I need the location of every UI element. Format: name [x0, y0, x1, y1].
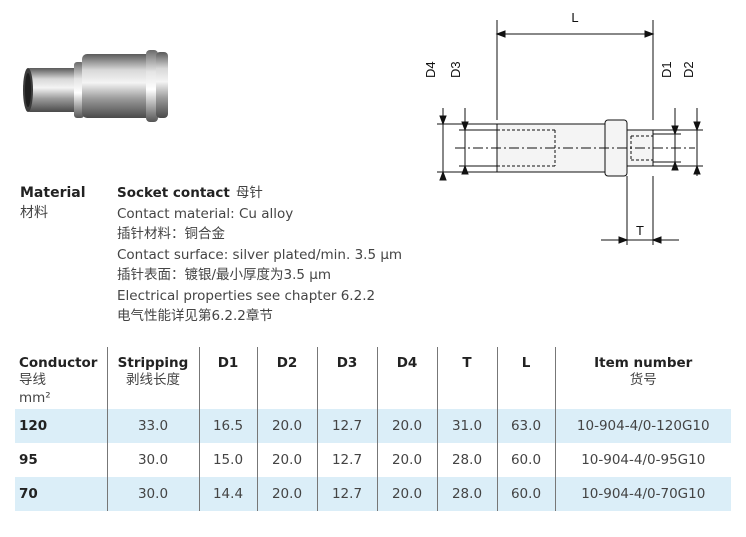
header-d2: D2 — [256, 347, 317, 409]
dim-label-D3: D3 — [448, 61, 463, 78]
spec-line: Contact surface: silver plated/min. 3.5 … — [117, 246, 403, 263]
header-stripping: Stripping 剥线长度 — [106, 347, 199, 409]
cell-conductor: 70 — [15, 477, 107, 511]
socket-contact-photo — [23, 50, 168, 122]
cell-d4: 20.0 — [376, 443, 437, 477]
cell-l: 60.0 — [496, 443, 555, 477]
cell-d2: 20.0 — [256, 477, 317, 511]
cell-t: 28.0 — [436, 477, 497, 511]
cell-conductor: 95 — [19, 452, 38, 468]
cell-item-number: 10-904-4/0-70G10 — [554, 477, 731, 511]
dimension-drawing: L D4 D3 D1 D2 T — [425, 10, 703, 245]
cell-d1: 14.4 — [198, 477, 257, 511]
spec-line: 插针材料：铜合金 — [117, 226, 225, 242]
cell-d2: 20.0 — [256, 443, 317, 477]
spec-title-cn: 母针 — [235, 185, 263, 201]
cell-l: 60.0 — [496, 477, 555, 511]
dim-label-D1: D1 — [659, 61, 674, 78]
table-row: 70 30.0 14.4 20.0 12.7 20.0 28.0 60.0 10… — [15, 477, 731, 511]
cell-item-number: 10-904-4/0-120G10 — [554, 409, 731, 443]
header-d3: D3 — [316, 347, 377, 409]
table-row: 95 30.0 15.0 20.0 12.7 20.0 28.0 60.0 10… — [15, 443, 731, 477]
dim-label-L: L — [571, 10, 578, 25]
dim-label-D4: D4 — [425, 61, 438, 78]
cell-d3: 12.7 — [316, 477, 377, 511]
dim-label-T: T — [636, 223, 644, 238]
cell-d4: 20.0 — [376, 477, 437, 511]
cell-d3: 12.7 — [316, 443, 377, 477]
cell-stripping: 30.0 — [106, 477, 199, 511]
cell-d4: 20.0 — [376, 409, 437, 443]
spec-line: 电气性能详见第6.2.2章节 — [117, 308, 273, 324]
spec-line: Electrical properties see chapter 6.2.2 — [117, 287, 376, 304]
table-header-row: Conductor 导线 mm² Stripping 剥线长度 D1 D2 D3… — [15, 347, 731, 409]
cell-t: 28.0 — [436, 443, 497, 477]
cell-item-number: 10-904-4/0-95G10 — [554, 443, 731, 477]
spec-line: 插针表面：镀银/最小厚度为3.5 µm — [117, 267, 332, 283]
cell-stripping: 33.0 — [106, 409, 199, 443]
header-l: L — [496, 347, 555, 409]
cell-stripping: 30.0 — [106, 443, 199, 477]
spec-title: Socket contact — [117, 185, 230, 201]
table-row: 120 33.0 16.5 20.0 12.7 20.0 31.0 63.0 1… — [15, 409, 731, 443]
dim-label-D2: D2 — [681, 61, 696, 78]
spec-line: Contact material: Cu alloy — [117, 205, 294, 222]
cell-l: 63.0 — [496, 409, 555, 443]
cell-d1: 16.5 — [198, 409, 257, 443]
header-conductor: Conductor 导线 mm² — [19, 355, 98, 406]
cell-conductor: 120 — [15, 409, 107, 443]
material-label-cn: 材料 — [20, 205, 48, 221]
cell-d3: 12.7 — [316, 409, 377, 443]
header-item-number: Item number 货号 — [554, 347, 731, 409]
material-label-block: Material 材料 — [20, 183, 86, 223]
header-d4: D4 — [376, 347, 437, 409]
cell-d1: 15.0 — [198, 443, 257, 477]
cell-d2: 20.0 — [256, 409, 317, 443]
header-t: T — [436, 347, 497, 409]
material-label: Material — [20, 185, 86, 201]
spec-block: Socket contact 母针 Contact material: Cu al… — [117, 183, 402, 327]
dimension-table: Conductor 导线 mm² Stripping 剥线长度 D1 D2 D3… — [15, 347, 731, 511]
header-d1: D1 — [198, 347, 257, 409]
cell-t: 31.0 — [436, 409, 497, 443]
